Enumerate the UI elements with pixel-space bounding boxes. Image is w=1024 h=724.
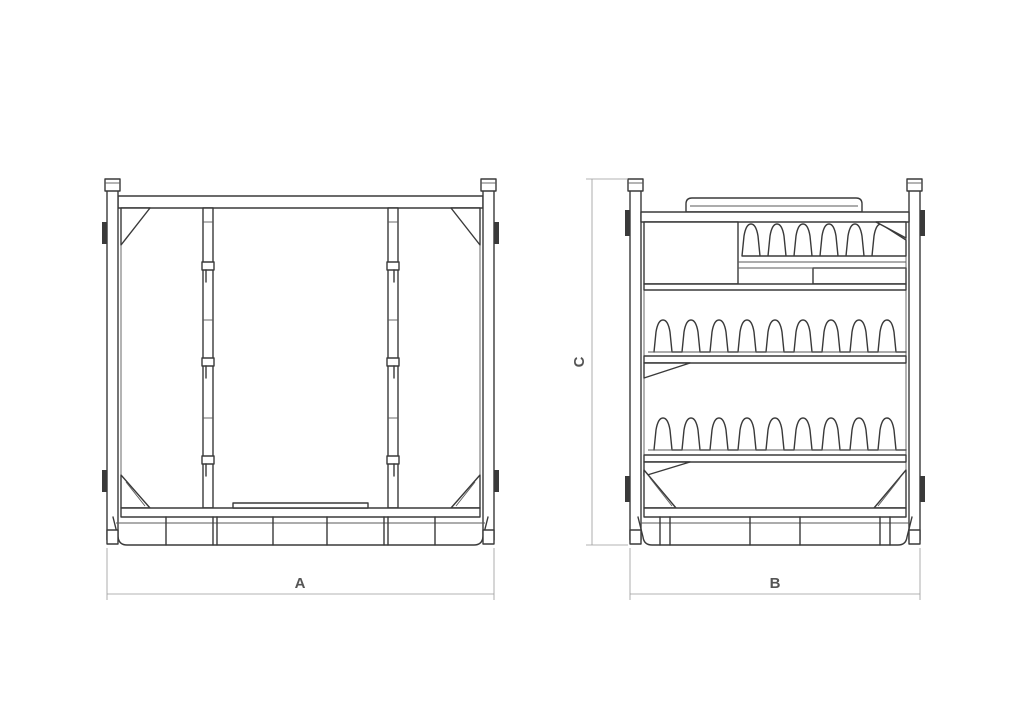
side-left-post (629, 189, 642, 541)
side-gusset-right (873, 469, 907, 509)
side-rack-middle (653, 319, 907, 353)
front-right-foot (482, 529, 495, 545)
side-right-lower-tab (920, 476, 925, 502)
side-middle-shelf (643, 355, 907, 364)
side-upper-box (643, 221, 739, 285)
front-left-top-cone (104, 178, 121, 192)
side-right-post (908, 189, 921, 541)
front-left-foot (106, 529, 119, 545)
side-base-rail (643, 507, 907, 518)
front-gusset-top-left (120, 207, 151, 246)
side-rack-top (741, 223, 907, 257)
side-lower-shelf (643, 454, 907, 463)
side-rack-top-wedge (875, 221, 907, 239)
side-left-upper-tab (625, 210, 630, 236)
front-right-ladder (386, 207, 400, 509)
side-rack-lower (653, 417, 907, 451)
side-right-foot (908, 529, 921, 545)
front-base-plate (232, 502, 369, 509)
side-middle-wedge (643, 362, 691, 379)
dimension-a: A (106, 548, 495, 600)
front-right-lower-tab (494, 470, 499, 492)
dimension-b: B (629, 548, 921, 600)
front-left-upper-tab (102, 222, 107, 244)
front-top-rail (117, 195, 484, 209)
dimension-c: C (571, 178, 628, 546)
side-right-upper-tab (920, 210, 925, 236)
side-left-foot (629, 529, 642, 545)
front-left-lower-tab (102, 470, 107, 492)
side-lower-wedge (643, 461, 691, 477)
side-right-top-cone (906, 178, 923, 192)
front-right-upper-tab (494, 222, 499, 244)
side-upper-ledge (812, 267, 907, 285)
front-right-post (482, 189, 495, 541)
front-gusset-bottom-left (120, 474, 151, 509)
dimension-b-label: B (770, 575, 781, 592)
side-left-lower-tab (625, 476, 630, 502)
side-upper-shelf (643, 283, 907, 291)
side-tray (637, 516, 913, 546)
dimension-c-label: C (571, 356, 588, 367)
side-top-handle (685, 197, 863, 213)
front-base-rail (120, 507, 481, 518)
front-left-ladder (201, 207, 215, 509)
side-view (625, 178, 925, 546)
front-right-top-cone (480, 178, 497, 192)
side-top-rail (640, 211, 910, 223)
front-gusset-top-right (450, 207, 481, 246)
front-tray (112, 516, 489, 546)
front-view (102, 178, 499, 546)
dimension-a-label: A (295, 575, 306, 592)
front-gusset-bottom-right (450, 474, 481, 509)
side-left-top-cone (627, 178, 644, 192)
side-gusset-left (643, 469, 677, 509)
front-left-post (106, 189, 119, 541)
